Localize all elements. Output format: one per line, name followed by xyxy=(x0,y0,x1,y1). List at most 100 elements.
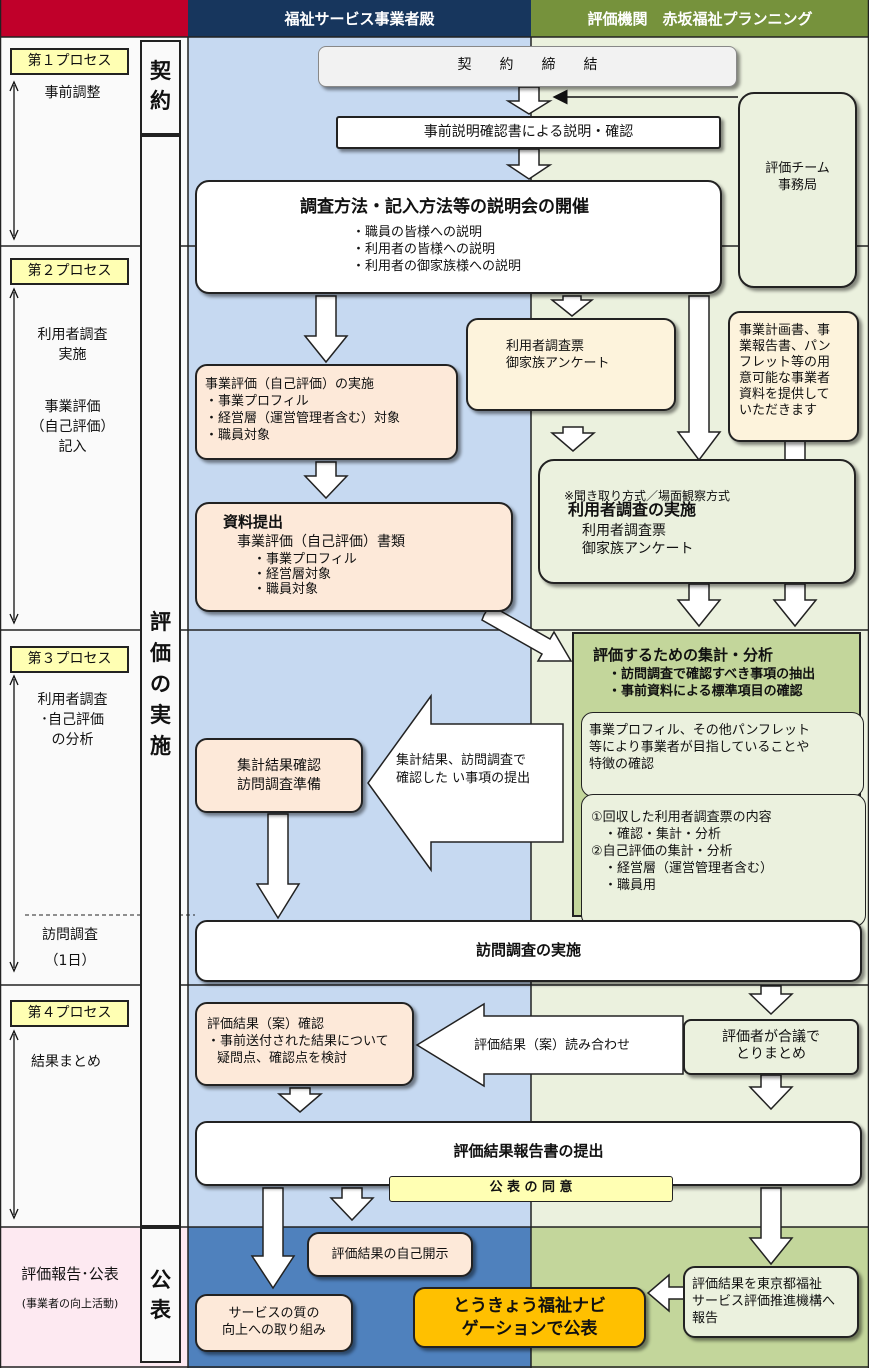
materials-request-line: 業報告書、パン xyxy=(739,339,831,354)
process-2-line: 実施 xyxy=(58,347,87,363)
materials-request-line: いただきます xyxy=(739,403,818,418)
analysis-survey-box: ①回収した利用者調査票の内容 ・確認・集計・分析 ②自己評価の集計・分析 ・経営… xyxy=(581,794,866,927)
briefing-item: ・職員の皆様への説明 xyxy=(352,225,483,240)
process-1-tag-label: 第１プロセス xyxy=(27,53,112,69)
navi-box: とうきょう福祉ナビ ゲーションで公表 xyxy=(413,1287,646,1348)
big-arrow-line: 確認した い事項の提出 xyxy=(396,771,531,786)
self-eval-box: 事業評価（自己評価）の実施 ・事業プロフィル ・経営層（運営管理者含む）対象 ・… xyxy=(195,364,458,460)
process-2-tag: 第２プロセス xyxy=(10,258,129,285)
process-1-text: 事前調整 xyxy=(20,83,125,103)
materials-request-line: 意可能な事業者 xyxy=(739,371,831,386)
materials-request-line: 事業計画書、事 xyxy=(739,323,831,338)
process-2-line xyxy=(20,365,125,397)
materials-request-box: 事業計画書、事 業報告書、パン フレット等の用 意可能な事業者 資料を提供して … xyxy=(728,311,859,442)
survey-forms-box: 利用者調査票 御家族アンケート xyxy=(466,318,676,411)
process-3-tag: 第３プロセス xyxy=(10,646,129,673)
publication-consent-box: 公 表 の 同 意 xyxy=(389,1176,673,1202)
process-4-line: 結果まとめ xyxy=(31,1054,101,1070)
user-survey-box: ※聞き取り方式／場面観察方式 利用者調査の実施 利用者調査票 御家族アンケート xyxy=(538,459,856,584)
service-improve-box: サービスの質の 向上への取り組み xyxy=(195,1294,353,1352)
process-4-tag-label: 第４プロセス xyxy=(27,1005,112,1021)
report-submit-label: 評価結果報告書の提出 xyxy=(453,1142,604,1160)
header-left-cell xyxy=(0,0,188,37)
consensus-line: 評価者が合議で xyxy=(722,1029,820,1045)
report-to-org-box: 評価結果を東京都福祉 サービス評価推進機構へ 報告 xyxy=(683,1266,859,1338)
publication-line: (事業者の向上活動) xyxy=(21,1297,119,1310)
process-1-tag: 第１プロセス xyxy=(10,48,129,75)
self-disclosure-box: 評価結果の自己開示 xyxy=(307,1232,473,1277)
team-line: 事務局 xyxy=(777,178,817,193)
result-check-item: ・事前送付された結果について xyxy=(207,1034,389,1049)
big-arrow-text: 集計結果、訪問調査で 確認した い事項の提出 xyxy=(396,752,566,788)
result-check-box: 評価結果（案）確認 ・事前送付された結果について 疑問点、確認点を検討 xyxy=(195,1002,414,1086)
user-survey-note: ※聞き取り方式／場面観察方式 xyxy=(564,489,731,503)
header-provider: 福祉サービス事業者殿 xyxy=(188,0,531,37)
submission-box: 資料提出 事業評価（自己評価）書類 ・事業プロフィル ・経営層対象 ・職員対象 xyxy=(195,502,513,612)
analysis-profile-line: 事業プロフィル、その他パンフレット xyxy=(589,723,811,738)
briefing-item: ・利用者の皆様への説明 xyxy=(352,242,496,257)
submission-item: ・経営層対象 xyxy=(253,567,332,582)
consensus-line: とりまとめ xyxy=(736,1046,806,1062)
navi-line: ゲーションで公表 xyxy=(461,1319,598,1339)
analysis-survey-line: ①回収した利用者調査票の内容 xyxy=(591,810,772,825)
team-box: 評価チーム 事務局 xyxy=(738,92,857,288)
pre-explanation-box: 事前説明確認書による説明・確認 xyxy=(336,116,721,149)
stage-implementation: 評価の実施 xyxy=(140,135,181,1227)
self-disclosure-label: 評価結果の自己開示 xyxy=(331,1247,449,1262)
big-arrow-line: 集計結果、訪問調査で xyxy=(396,753,527,768)
user-survey-title: 利用者調査の実施 xyxy=(568,500,697,519)
visit-implementation-box: 訪問調査の実施 xyxy=(195,920,862,982)
analysis-survey-line: ②自己評価の集計・分析 xyxy=(591,844,733,859)
result-check-item: 疑問点、確認点を検討 xyxy=(217,1051,348,1066)
read-through-label: 評価結果（案）読み合わせ xyxy=(474,1038,631,1053)
consensus-box: 評価者が合議で とりまとめ xyxy=(683,1019,859,1075)
process-4-tag: 第４プロセス xyxy=(10,1000,129,1027)
contract-box: 契 約 締 結 xyxy=(318,46,737,87)
process-2-line: 利用者調査 xyxy=(37,327,108,343)
process-3-line: の分析 xyxy=(51,732,94,748)
submission-item: ・職員対象 xyxy=(253,582,319,597)
service-improve-line: サービスの質の xyxy=(228,1306,320,1321)
user-survey-item: 利用者調査票 xyxy=(582,523,666,539)
user-survey-item: 御家族アンケート xyxy=(582,541,694,557)
report-to-org-line: サービス評価推進機構へ xyxy=(692,1294,836,1309)
process-3-tag-label: 第３プロセス xyxy=(27,651,112,667)
pre-explanation-label: 事前説明確認書による説明・確認 xyxy=(423,124,634,140)
stage-contract: 契約 xyxy=(140,40,181,135)
analysis-survey-line: ・職員用 xyxy=(591,878,657,893)
self-eval-item: ・事業プロフィル xyxy=(205,394,309,409)
report-to-org-line: 評価結果を東京都福祉 xyxy=(692,1277,823,1292)
stage-contract-label: 契約 xyxy=(150,59,171,113)
materials-request-line: 資料を提供して xyxy=(739,387,830,402)
process-3-text: 利用者調査 ･自己評価 の分析 xyxy=(20,690,125,750)
self-eval-title: 事業評価（自己評価）の実施 xyxy=(205,377,375,392)
analysis-item: ・訪問調査で確認すべき事項の抽出 xyxy=(608,667,816,682)
process-2-line: 事業評価 xyxy=(44,399,101,415)
visit-label-text: 訪問調査 xyxy=(42,927,98,943)
self-eval-item: ・職員対象 xyxy=(205,428,271,443)
publication-consent-label: 公 表 の 同 意 xyxy=(489,1180,573,1195)
process-2-line: 記入 xyxy=(58,439,87,455)
analysis-box: 評価するための集計・分析 ・訪問調査で確認すべき事項の抽出 ・事前資料による標準… xyxy=(572,632,866,927)
survey-forms-line: 御家族アンケート xyxy=(506,356,610,371)
header-provider-title: 福祉サービス事業者殿 xyxy=(284,10,435,28)
analysis-profile-line: 等により事業者が目指していることや xyxy=(589,740,810,755)
process-2-line: （自己評価） xyxy=(30,419,115,435)
contract-label: 契 約 締 結 xyxy=(457,57,598,73)
process-2-tag-label: 第２プロセス xyxy=(27,263,112,279)
report-submit-box: 評価結果報告書の提出 xyxy=(195,1121,862,1186)
tally-confirm-line: 訪問調査準備 xyxy=(237,777,321,793)
team-line: 評価チーム xyxy=(765,161,830,176)
process-1-line: 事前調整 xyxy=(44,85,101,101)
tally-confirm-box: 集計結果確認 訪問調査準備 xyxy=(195,738,363,813)
briefing-box: 調査方法・記入方法等の説明会の開催 ・職員の皆様への説明 ・利用者の皆様への説明… xyxy=(195,180,722,294)
read-through-text: 評価結果（案）読み合わせ xyxy=(474,1034,630,1053)
submission-subtitle: 事業評価（自己評価）書類 xyxy=(237,534,405,550)
process-4-text: 結果まとめ xyxy=(20,1052,112,1072)
tally-confirm-line: 集計結果確認 xyxy=(237,758,321,774)
process-3-line: 利用者調査 xyxy=(37,692,108,708)
analysis-title: 評価するための集計・分析 xyxy=(593,646,774,664)
briefing-title: 調査方法・記入方法等の説明会の開催 xyxy=(300,197,589,217)
process-2-text: 利用者調査 実施 事業評価 （自己評価） 記入 xyxy=(20,325,125,457)
publication-line: 評価報告･公表 xyxy=(21,1265,119,1283)
